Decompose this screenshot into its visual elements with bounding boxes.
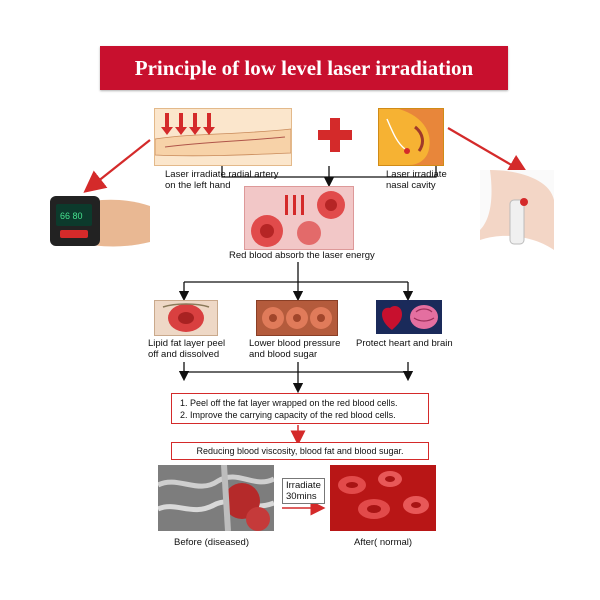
wrist-laser-illustration [154, 108, 292, 166]
plus-icon [318, 118, 352, 152]
page-title: Principle of low level laser irradiation [100, 46, 508, 90]
center-label: Red blood absorb the laser energy [229, 250, 375, 261]
lipid-peel-illustration [154, 300, 218, 336]
red-blood-absorb-illustration [244, 186, 354, 250]
result-box: Reducing blood viscosity, blood fat and … [171, 442, 429, 460]
nasal-cavity-illustration [378, 108, 444, 166]
title-text: Principle of low level laser irradiation [134, 55, 474, 80]
nose-clip-icon [480, 170, 554, 280]
effect-label-heart-brain: Protect heart and brain [356, 338, 453, 349]
heart-brain-illustration [376, 300, 442, 334]
benefits-box: 1. Peel off the fat layer wrapped on the… [171, 393, 429, 424]
benefit-2: 2. Improve the carrying capacity of the … [180, 409, 396, 420]
result-text: Reducing blood viscosity, blood fat and … [196, 446, 404, 456]
wrist-device-icon: 66 80 [46, 190, 150, 256]
before-diseased-image [158, 465, 274, 531]
benefit-1: 1. Peel off the fat layer wrapped on the… [180, 397, 398, 408]
blood-pressure-illustration [256, 300, 338, 336]
after-normal-image [330, 465, 436, 531]
svg-text:66 80: 66 80 [60, 211, 83, 221]
after-label: After( normal) [354, 537, 413, 548]
before-label: Before (diseased) [174, 537, 249, 548]
